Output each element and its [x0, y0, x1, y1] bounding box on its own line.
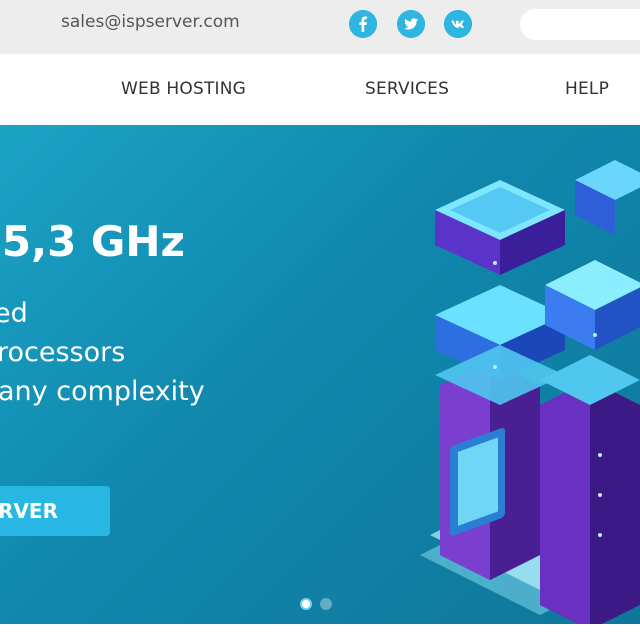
vk-button[interactable]: [444, 10, 472, 38]
hero-line-2: rocessors: [0, 337, 126, 368]
slider-dot-2[interactable]: [320, 598, 332, 610]
nav-item-services[interactable]: SERVICES: [365, 79, 450, 99]
hero-line-3: any complexity: [0, 376, 205, 407]
vk-icon: [444, 10, 472, 38]
hero-line-1: ed: [0, 298, 28, 329]
server-illustration: [420, 160, 640, 624]
nav-item-help[interactable]: HELP: [565, 79, 610, 99]
facebook-button[interactable]: [349, 10, 377, 38]
twitter-icon: [397, 10, 425, 38]
hero-banner: 5,3 GHz ed rocessors any complexity RVER: [0, 125, 640, 624]
page-bottom: [0, 624, 640, 640]
order-server-button[interactable]: RVER: [0, 486, 110, 536]
email-link[interactable]: sales@ispserver.com: [61, 12, 240, 32]
main-nav: WEB HOSTING SERVICES HELP: [0, 54, 640, 125]
twitter-button[interactable]: [397, 10, 425, 38]
nav-item-web-hosting[interactable]: WEB HOSTING: [121, 79, 247, 99]
facebook-icon: [349, 10, 377, 38]
hero-headline: 5,3 GHz: [1, 217, 185, 266]
slider-dot-1[interactable]: [300, 598, 312, 610]
search-input[interactable]: [520, 9, 640, 40]
top-bar: sales@ispserver.com: [0, 0, 640, 54]
order-server-label: RVER: [0, 499, 58, 523]
